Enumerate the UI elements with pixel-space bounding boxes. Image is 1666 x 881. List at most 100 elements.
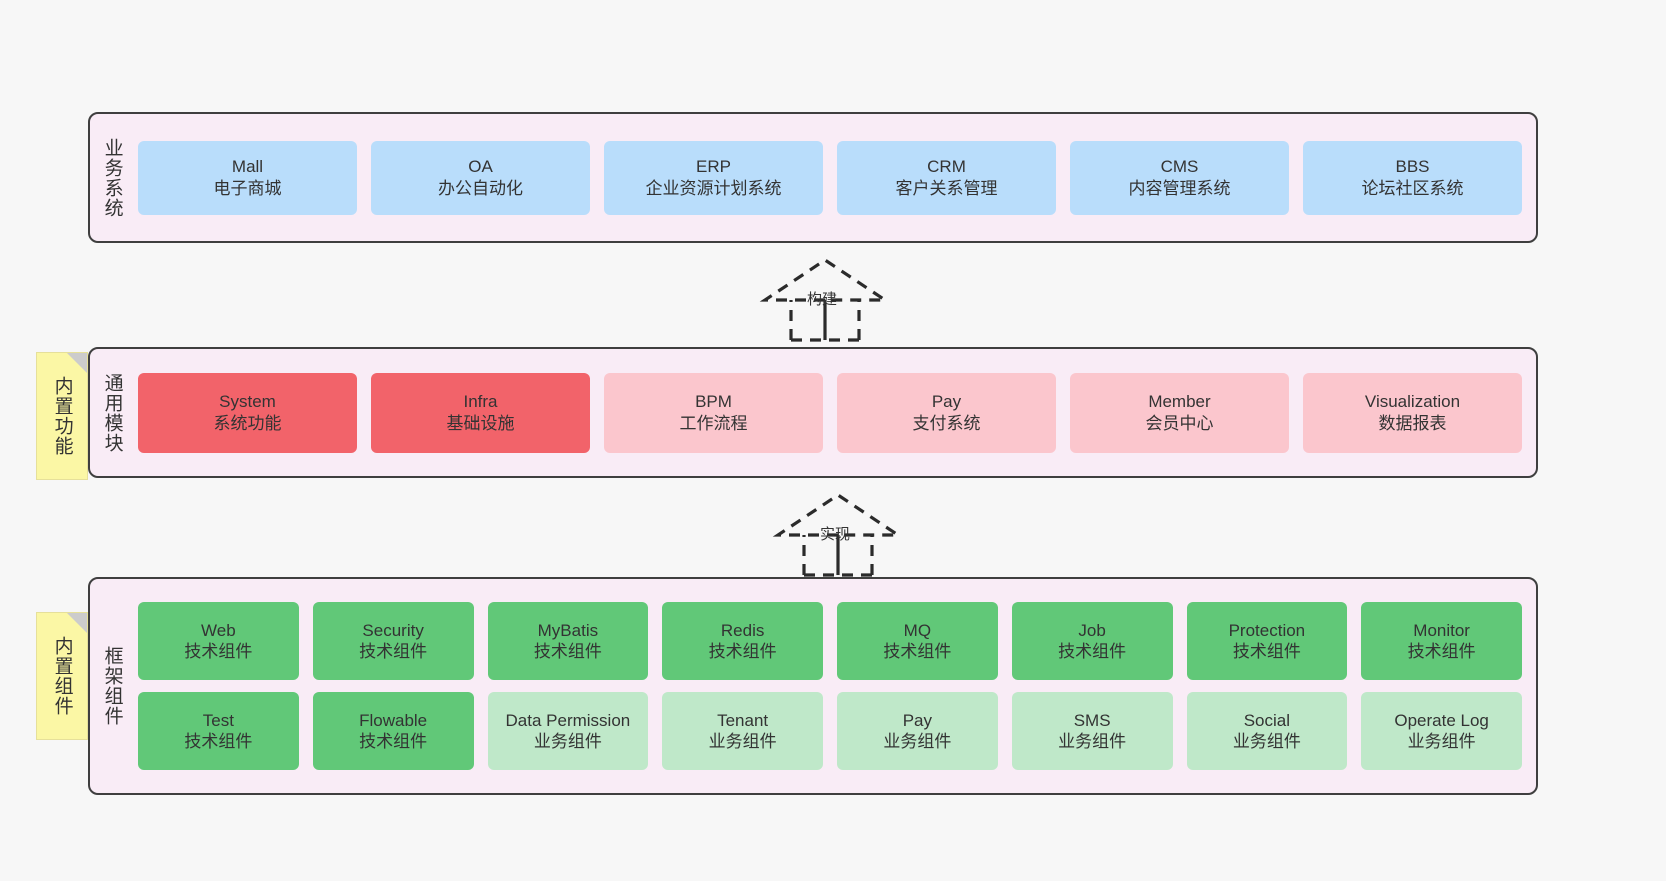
box-title-en: Data Permission — [505, 710, 631, 730]
box-title-en: Monitor — [1413, 620, 1470, 640]
box-title-cn: 业务组件 — [708, 732, 777, 751]
box-title-en: Job — [1078, 620, 1106, 640]
framework-box-sms[interactable]: SMS 业务组件 — [1011, 692, 1173, 770]
connector-build-label: 构建 — [807, 291, 838, 308]
framework-box-monitor[interactable]: Monitor 技术组件 — [1361, 602, 1522, 680]
module-box-member[interactable]: Member 会员中心 — [1070, 372, 1289, 453]
module-box-visualization[interactable]: Visualization 数据报表 — [1303, 372, 1522, 453]
box-title-cn: 基础设施 — [446, 413, 515, 433]
box-title-en: CMS — [1160, 157, 1199, 177]
box-title-cn: 业务组件 — [533, 732, 602, 751]
box-title-en: CRM — [927, 157, 966, 177]
box-title-cn: 工作流程 — [679, 413, 748, 433]
box-title-en: Operate Log — [1394, 710, 1489, 730]
business-box-cms[interactable]: CMS 内容管理系统 — [1070, 140, 1289, 215]
box-title-cn: 技术组件 — [883, 642, 952, 661]
box-title-en: Security — [362, 620, 424, 640]
box-title-en: MyBatis — [537, 620, 599, 640]
business-box-bbs[interactable]: BBS 论坛社区系统 — [1303, 140, 1522, 215]
box-title-cn: 技术组件 — [1232, 642, 1301, 661]
module-box-pay[interactable]: Pay 支付系统 — [837, 372, 1056, 453]
box-title-en: Tenant — [717, 710, 769, 730]
box-title-en: Infra — [463, 392, 498, 412]
box-title-en: Test — [202, 710, 234, 730]
box-title-cn: 技术组件 — [533, 642, 602, 661]
box-title-cn: 客户关系管理 — [895, 178, 998, 198]
box-title-en: Flowable — [359, 710, 428, 730]
module-box-system[interactable]: System 系统功能 — [138, 372, 357, 453]
note-builtin-components-label: 内置组件 — [51, 636, 73, 716]
box-title-cn: 电子商城 — [213, 178, 282, 198]
box-title-en: Mall — [231, 157, 264, 177]
framework-box-mybatis[interactable]: MyBatis 技术组件 — [487, 602, 649, 680]
framework-box-data-permission[interactable]: Data Permission 业务组件 — [487, 692, 649, 770]
box-title-en: Redis — [720, 620, 765, 640]
framework-box-job[interactable]: Job 技术组件 — [1011, 602, 1173, 680]
framework-box-pay[interactable]: Pay 业务组件 — [837, 692, 998, 770]
note-builtin-features: 内置功能 — [36, 352, 88, 480]
box-title-en: System — [219, 392, 276, 412]
box-title-en: SMS — [1073, 710, 1111, 730]
business-box-erp[interactable]: ERP 企业资源计划系统 — [604, 140, 823, 215]
layer-business-systems: 业务系统 Mall 电子商城 OA 办公自动化 ERP 企业资源计划系统 CRM… — [88, 112, 1538, 243]
framework-box-social[interactable]: Social 业务组件 — [1186, 692, 1348, 770]
box-title-cn: 支付系统 — [912, 413, 981, 433]
layer-framework-components: 框架组件 Web 技术组件 Security 技术组件 MyBatis 技术组件… — [88, 577, 1538, 795]
framework-box-protection[interactable]: Protection 技术组件 — [1186, 602, 1348, 680]
connector-implement: 实现 — [768, 487, 918, 587]
generalization-arrow-icon — [759, 258, 891, 342]
framework-box-security[interactable]: Security 技术组件 — [312, 602, 474, 680]
box-title-en: Member — [1148, 392, 1211, 412]
framework-row-top: Web 技术组件 Security 技术组件 MyBatis 技术组件 Redi… — [138, 602, 1522, 680]
layer-business-title: 业务系统 — [101, 137, 123, 218]
box-title-en: OA — [468, 157, 493, 177]
business-row: Mall 电子商城 OA 办公自动化 ERP 企业资源计划系统 CRM 客户关系… — [138, 140, 1522, 215]
box-title-cn: 技术组件 — [359, 642, 428, 661]
box-title-cn: 技术组件 — [708, 642, 777, 661]
box-title-en: Pay — [931, 392, 962, 412]
box-title-en: Protection — [1228, 620, 1306, 640]
framework-box-tenant[interactable]: Tenant 业务组件 — [662, 692, 823, 770]
business-box-crm[interactable]: CRM 客户关系管理 — [837, 140, 1056, 215]
box-title-cn: 论坛社区系统 — [1361, 178, 1464, 198]
framework-box-flowable[interactable]: Flowable 技术组件 — [312, 692, 474, 770]
box-title-cn: 技术组件 — [359, 732, 428, 751]
framework-box-mq[interactable]: MQ 技术组件 — [837, 602, 998, 680]
box-title-cn: 会员中心 — [1145, 413, 1214, 433]
framework-box-redis[interactable]: Redis 技术组件 — [662, 602, 823, 680]
note-builtin-features-label: 内置功能 — [51, 376, 73, 456]
framework-box-operate-log[interactable]: Operate Log 业务组件 — [1361, 692, 1522, 770]
layer-framework-body: Web 技术组件 Security 技术组件 MyBatis 技术组件 Redi… — [134, 579, 1536, 793]
box-title-en: BBS — [1395, 157, 1430, 177]
layer-modules-title: 通用模块 — [101, 372, 123, 453]
box-title-en: Web — [201, 620, 236, 640]
framework-row-bottom: Test 技术组件 Flowable 技术组件 Data Permission … — [138, 692, 1522, 770]
modules-row: System 系统功能 Infra 基础设施 BPM 工作流程 Pay 支付系统… — [138, 372, 1522, 453]
box-title-en: Pay — [902, 710, 933, 730]
box-title-cn: 业务组件 — [883, 732, 952, 751]
box-title-cn: 技术组件 — [1407, 642, 1476, 661]
layer-framework-title: 框架组件 — [101, 646, 123, 726]
module-box-infra[interactable]: Infra 基础设施 — [371, 372, 590, 453]
note-builtin-components: 内置组件 — [36, 612, 88, 740]
box-title-cn: 业务组件 — [1232, 732, 1301, 751]
box-title-en: ERP — [696, 157, 731, 177]
layer-modules-body: System 系统功能 Infra 基础设施 BPM 工作流程 Pay 支付系统… — [134, 349, 1536, 476]
box-title-cn: 办公自动化 — [438, 178, 523, 198]
box-title-cn: 数据报表 — [1378, 413, 1447, 433]
layer-common-modules: 通用模块 System 系统功能 Infra 基础设施 BPM 工作流程 Pay… — [88, 347, 1538, 478]
box-title-cn: 业务组件 — [1058, 732, 1127, 751]
business-box-oa[interactable]: OA 办公自动化 — [371, 140, 590, 215]
box-title-cn: 技术组件 — [1058, 642, 1127, 661]
module-box-bpm[interactable]: BPM 工作流程 — [604, 372, 823, 453]
connector-implement-label: 实现 — [820, 526, 851, 543]
box-title-cn: 系统功能 — [213, 413, 282, 433]
box-title-en: MQ — [903, 620, 932, 640]
framework-box-web[interactable]: Web 技术组件 — [138, 602, 299, 680]
box-title-en: Social — [1243, 710, 1291, 730]
connector-build: 构建 — [755, 252, 905, 352]
box-title-en: Visualization — [1364, 392, 1461, 412]
business-box-mall[interactable]: Mall 电子商城 — [138, 140, 357, 215]
framework-box-test[interactable]: Test 技术组件 — [138, 692, 299, 770]
